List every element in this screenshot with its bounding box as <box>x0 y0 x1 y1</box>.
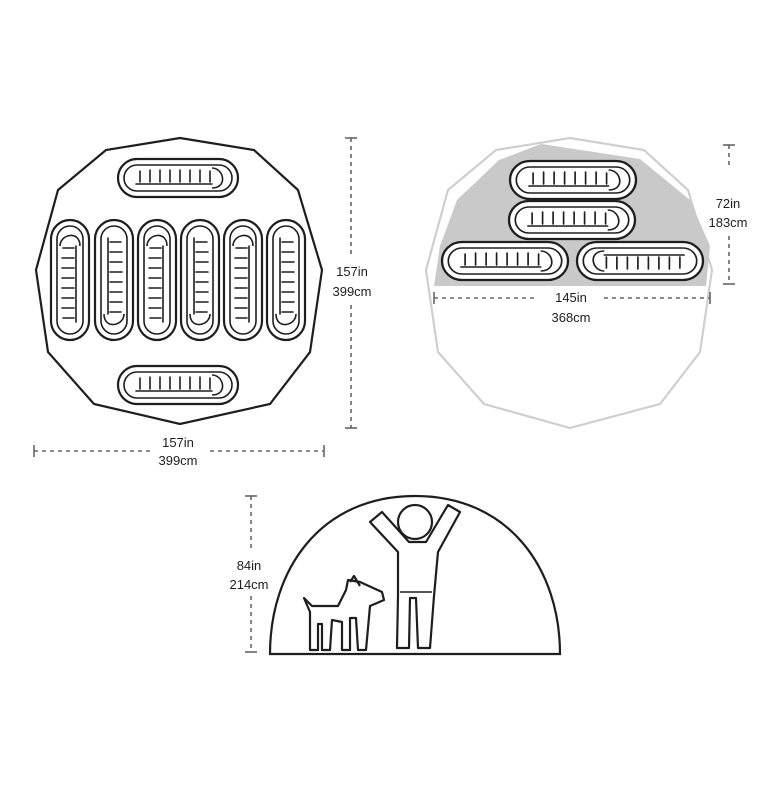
dog-figure <box>302 574 386 652</box>
floor-outline <box>34 136 324 426</box>
sleeping-bag <box>575 240 705 282</box>
floor-plan: 157in 399cm 157in 399cm <box>33 136 372 468</box>
sleeping-bag <box>507 199 637 241</box>
loft-depth-imperial-label: 72in <box>716 196 741 211</box>
side-height-dimension-line <box>245 495 257 653</box>
sleeping-bag <box>116 364 240 406</box>
floor-width-dimension-line <box>33 445 325 457</box>
loft-plan: 72in 183cm 145in 368cm <box>424 136 748 430</box>
floor-side-imperial-label: 157in <box>336 264 368 279</box>
floor-height-dimension-line <box>345 137 357 429</box>
loft-depth-dimension-line <box>723 144 735 285</box>
sleeping-bag <box>49 218 91 342</box>
sleeping-bag <box>179 218 221 342</box>
side-view: 84in 214cm <box>229 494 562 656</box>
loft-depth-metric-label: 183cm <box>708 215 747 230</box>
person-figure <box>368 503 462 650</box>
loft-width-dimension-line <box>433 292 711 304</box>
sleeping-bag <box>265 218 307 342</box>
side-height-imperial-label: 84in <box>237 558 262 573</box>
sleeping-bag <box>116 157 240 199</box>
sleeping-bag <box>440 240 570 282</box>
floor-bottom-metric-label: 399cm <box>158 453 197 468</box>
loft-width-metric-label: 368cm <box>551 310 590 325</box>
sleeping-bag <box>93 218 135 342</box>
sleeping-bag <box>508 159 638 201</box>
side-height-metric-label: 214cm <box>229 577 268 592</box>
loft-width-imperial-label: 145in <box>555 290 587 305</box>
floor-bottom-imperial-label: 157in <box>162 435 194 450</box>
sleeping-bag <box>222 218 264 342</box>
sleeping-bag <box>136 218 178 342</box>
floor-side-metric-label: 399cm <box>332 284 371 299</box>
